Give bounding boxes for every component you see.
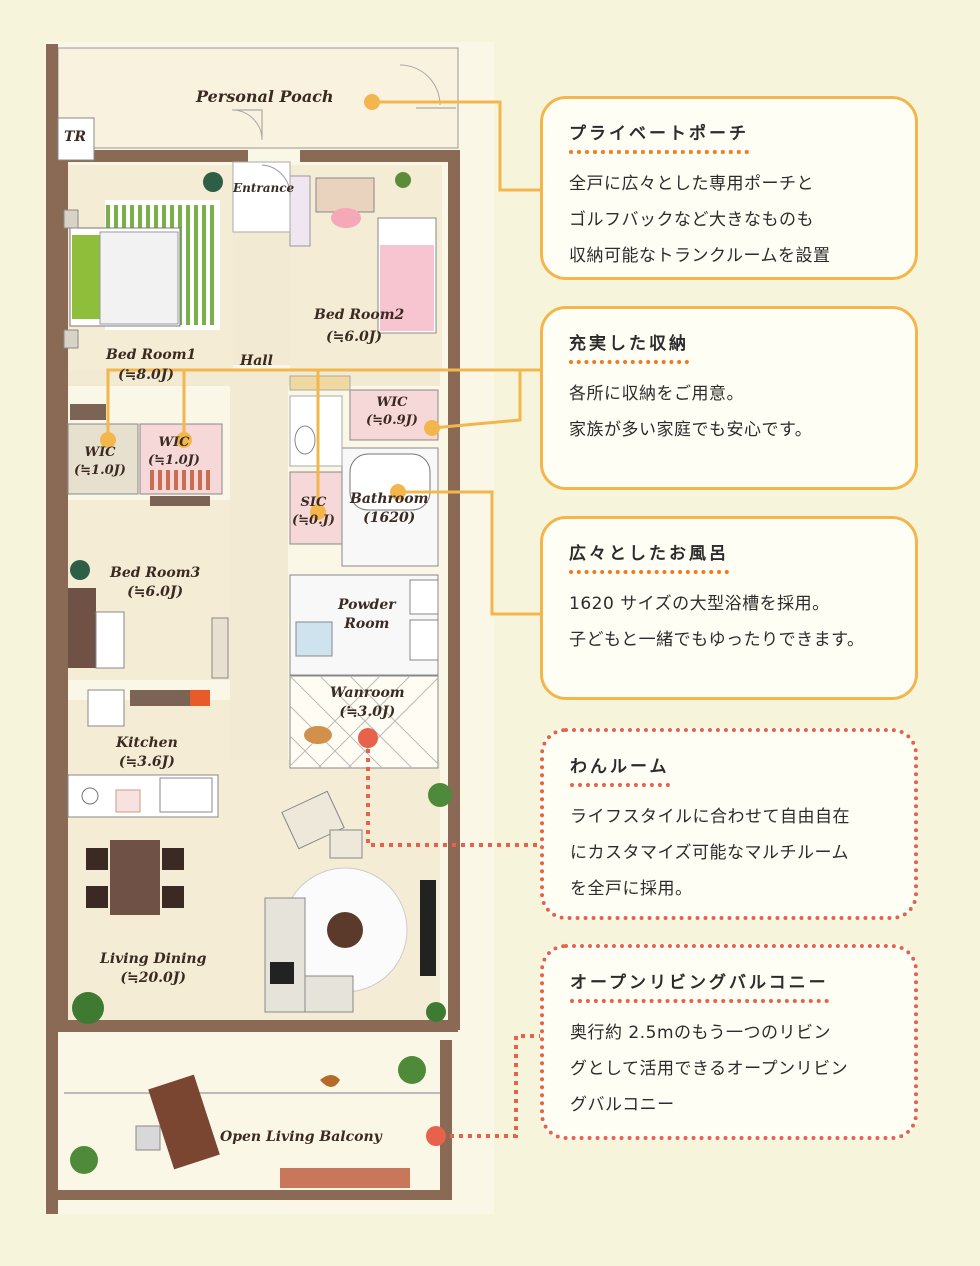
label-bedroom1-size: (≒8.0J) <box>118 367 174 383</box>
card-private-porch: プライベートポーチ 全戸に広々とした専用ポーチと ゴルフバックなど大きなものも … <box>540 96 918 280</box>
label-kitchen: Kitchen(≒3.6J) <box>116 735 178 770</box>
label-entrance: Entrance <box>233 181 295 195</box>
card-line: 1620 サイズの大型浴槽を採用。 <box>569 594 830 614</box>
label-wic-left: WIC(≒1.0J) <box>74 445 126 478</box>
card-title: 充実した収納 <box>569 329 689 364</box>
card-line: グバルコニー <box>570 1095 675 1115</box>
card-wanroom: わんルーム ライフスタイルに合わせて自由自在 にカスタマイズ可能なマルチルーム … <box>540 728 918 920</box>
card-title: わんルーム <box>570 752 670 787</box>
card-line: ゴルフバックなど大きなものも <box>569 210 814 230</box>
card-line: 子どもと一緒でもゆったりできます。 <box>569 630 865 650</box>
card-line: ライフスタイルに合わせて自由自在 <box>570 807 850 827</box>
card-line: 収納可能なトランクルームを設置 <box>569 246 831 266</box>
label-hall: Hall <box>240 353 273 369</box>
card-title: 広々としたお風呂 <box>569 539 729 574</box>
label-wic-mid: WIC(≒1.0J) <box>148 435 200 468</box>
label-tr: TR <box>64 129 87 145</box>
card-line: にカスタマイズ可能なマルチルーム <box>570 843 849 863</box>
card-bath: 広々としたお風呂 1620 サイズの大型浴槽を採用。 子どもと一緒でもゆったりで… <box>540 516 918 700</box>
card-line: 各所に収納をご用意。 <box>569 384 744 404</box>
card-title: オープンリビングバルコニー <box>570 968 829 1003</box>
card-line: 全戸に広々とした専用ポーチと <box>569 174 814 194</box>
label-storage: SIC(≒0.J) <box>292 495 335 528</box>
card-storage: 充実した収納 各所に収納をご用意。 家族が多い家庭でも安心です。 <box>540 306 918 490</box>
label-bedroom2: Bed Room2 <box>314 307 405 323</box>
label-wanroom: Wanroom(≒3.0J) <box>330 685 405 720</box>
card-line: 奥行約 2.5mのもう一つのリビン <box>570 1023 831 1043</box>
label-personal-poach: Personal Poach <box>196 87 334 106</box>
label-bathroom: Bathroom(1620) <box>350 491 429 526</box>
card-title: プライベートポーチ <box>569 119 749 154</box>
label-open-living-balcony: Open Living Balcony <box>220 1129 382 1145</box>
label-bedroom3: Bed Room3(≒6.0J) <box>110 565 201 600</box>
label-wic-right: WIC(≒0.9J) <box>366 395 418 428</box>
label-bedroom2-size: (≒6.0J) <box>326 329 382 345</box>
label-bedroom1: Bed Room1 <box>106 347 197 363</box>
card-open-balcony: オープンリビングバルコニー 奥行約 2.5mのもう一つのリビン グとして活用でき… <box>540 944 918 1140</box>
label-living-dining: Living Dining(≒20.0J) <box>100 951 207 986</box>
card-line: 家族が多い家庭でも安心です。 <box>569 420 813 440</box>
card-line: グとして活用できるオープンリビン <box>570 1059 849 1079</box>
card-line: を全戸に採用。 <box>570 879 693 899</box>
